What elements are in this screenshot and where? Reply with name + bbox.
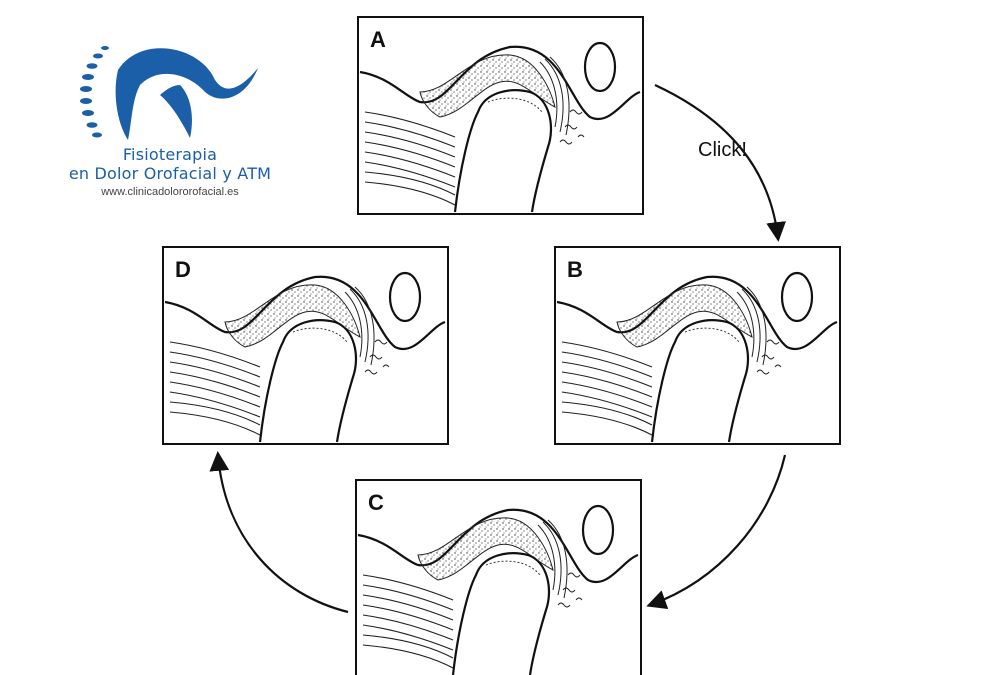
logo-title-line1: Fisioterapia (122, 145, 218, 164)
logo-mark (80, 46, 258, 140)
arrow-a-to-b (654, 84, 786, 242)
clinic-logo: Fisioterapia en Dolor Orofacial y ATM ww… (60, 40, 290, 198)
logo-title-line2: en Dolor Orofacial y ATM (68, 164, 272, 183)
panel-d: D (162, 246, 449, 445)
panel-b: B (554, 246, 841, 445)
arrow-b-to-c (646, 454, 787, 609)
panel-c: C (355, 479, 642, 675)
logo-website-url: www.clinicadolororofacial.es (101, 186, 239, 198)
panel-d-letter: D (175, 257, 191, 282)
panel-a-letter: A (370, 27, 386, 52)
panel-c-letter: C (368, 490, 384, 515)
panel-b-letter: B (567, 257, 583, 282)
arrow-c-to-d (209, 451, 349, 614)
panel-a: A (357, 16, 644, 215)
click-label: Click! (698, 139, 747, 161)
